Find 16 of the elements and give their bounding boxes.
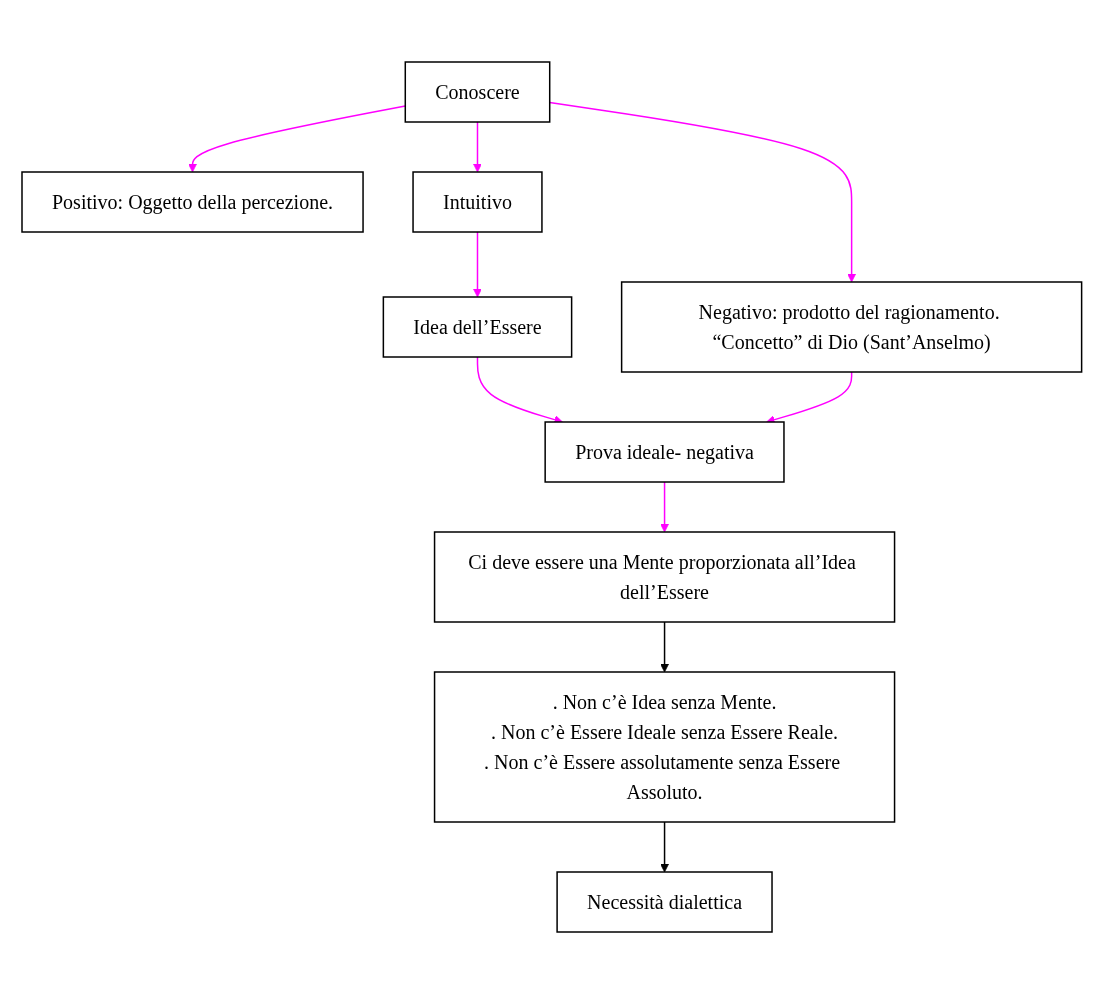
node-box: Negativo: prodotto del ragionamento. “Concetto” di Dio (Sant’Anselmo)	[621, 281, 1083, 373]
node-box: Idea dell’Essere	[382, 296, 573, 358]
arrow	[660, 821, 670, 873]
node-box: Ci deve essere una Mente proporzionata all’Idea dell’Essere	[434, 531, 896, 623]
arrow	[473, 231, 483, 298]
node-box: Positivo: Oggetto della percezione.	[21, 171, 364, 233]
node-box: Prova ideale- negativa	[544, 421, 785, 483]
arrow	[660, 621, 670, 673]
arrow	[549, 101, 857, 283]
arrow	[473, 121, 483, 173]
node-box: Necessità dialettica	[556, 871, 773, 933]
arrow	[766, 371, 853, 424]
node-box: Intuitivo	[412, 171, 543, 233]
node-box: . Non c’è Idea senza Mente. . Non c’è Essere Ideale senza Essere Reale. . Non c’è Essere assolutamente senza Essere Assoluto.	[434, 671, 896, 823]
node-box: Conoscere	[404, 61, 551, 123]
arrow	[660, 481, 670, 533]
